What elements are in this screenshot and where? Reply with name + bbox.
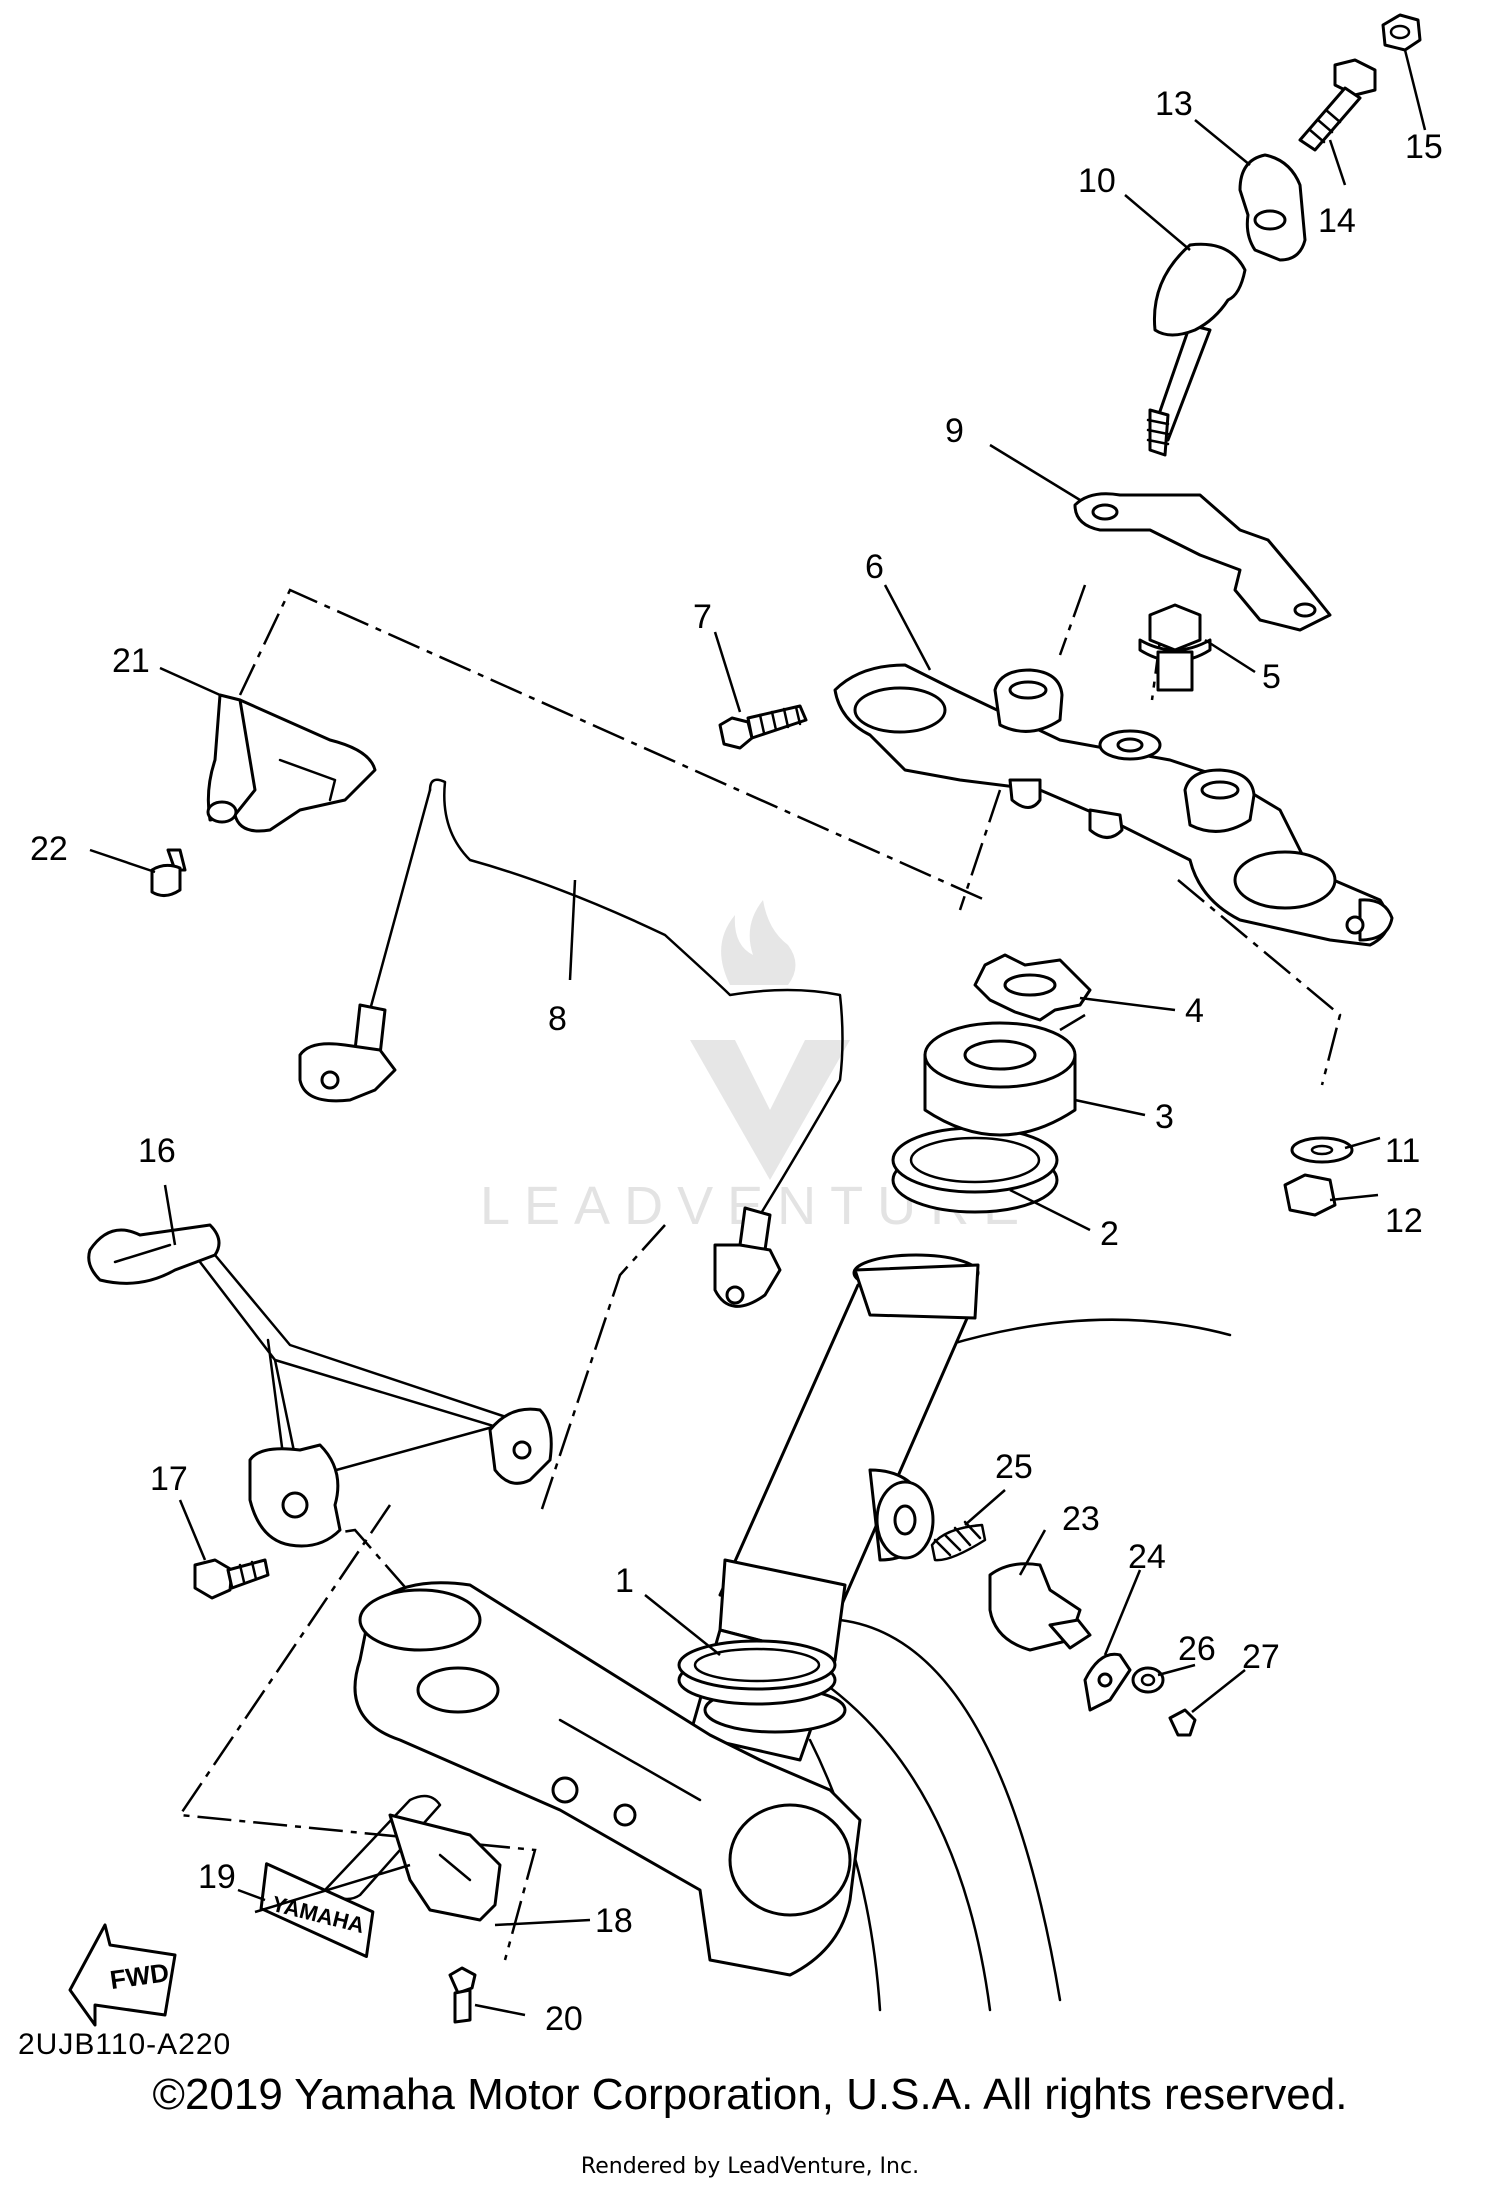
washer-26 — [1131, 1666, 1165, 1694]
callout-22: 22 — [30, 830, 68, 868]
callout-12: 12 — [1385, 1202, 1423, 1240]
callout-26: 26 — [1178, 1630, 1216, 1668]
callout-16: 16 — [138, 1132, 176, 1170]
bracket-21 — [206, 693, 377, 833]
meter-stay-16 — [87, 1223, 553, 1548]
callout-14: 14 — [1318, 202, 1356, 240]
bolt-14 — [1298, 58, 1377, 152]
ring-nut — [973, 953, 1092, 1022]
callout-19: 19 — [198, 1858, 236, 1896]
leader-lines — [89, 49, 1427, 2017]
callout-18: 18 — [595, 1902, 633, 1940]
callout-3: 3 — [1155, 1098, 1174, 1136]
callout-6: 6 — [865, 548, 884, 586]
lower-bearing — [677, 1639, 837, 1706]
spring-25 — [930, 1520, 987, 1562]
rendered-by-credit: Rendered by LeadVenture, Inc. — [580, 2154, 920, 2179]
callout-7: 7 — [693, 598, 712, 636]
flange-bolt-5 — [1138, 603, 1212, 692]
clip-18 — [323, 1794, 502, 1922]
stay-plate-9 — [1073, 492, 1332, 632]
callout-21: 21 — [112, 642, 150, 680]
switch-23 — [988, 1562, 1092, 1652]
bolt-17 — [193, 1558, 270, 1600]
callout-1: 1 — [615, 1562, 634, 1600]
screw-22 — [150, 848, 187, 897]
callout-5: 5 — [1262, 658, 1281, 696]
diagram-code: 2UJB110-A220 — [18, 2028, 232, 2061]
callout-numbers: 1 2 3 4 5 6 7 8 9 10 11 12 13 14 15 16 1… — [30, 85, 1443, 2038]
bolt-20 — [448, 1966, 477, 2024]
callout-4: 4 — [1185, 992, 1204, 1030]
upper-bearing — [891, 1126, 1059, 1214]
callout-13: 13 — [1155, 85, 1193, 123]
callout-11: 11 — [1385, 1132, 1420, 1170]
fwd-arrow: FWD — [68, 1923, 177, 2027]
lower-bracket — [353, 1581, 862, 1977]
nut-15 — [1381, 13, 1422, 52]
watermark-logo — [690, 900, 850, 1180]
emblem-19: YAMAHA — [259, 1862, 375, 1959]
bolt-7 — [718, 704, 808, 750]
clamp-13 — [1238, 153, 1307, 262]
upper-bracket — [833, 663, 1394, 947]
callout-25: 25 — [995, 1448, 1033, 1486]
callout-27: 27 — [1242, 1638, 1280, 1676]
cable-8 — [298, 778, 844, 1308]
frame-outline — [808, 1318, 1232, 2012]
stay-10 — [1146, 242, 1247, 457]
callout-15: 15 — [1405, 128, 1443, 166]
cover-24 — [1083, 1652, 1132, 1712]
pin-27 — [1168, 1708, 1197, 1737]
callout-24: 24 — [1128, 1538, 1166, 1576]
callout-2: 2 — [1100, 1215, 1119, 1253]
callout-20: 20 — [545, 2000, 583, 2038]
callout-17: 17 — [150, 1460, 188, 1498]
copyright-notice: ©2019 Yamaha Motor Corporation, U.S.A. A… — [152, 2070, 1348, 2119]
callout-8: 8 — [548, 1000, 567, 1038]
callout-10: 10 — [1078, 162, 1116, 200]
nut-12 — [1283, 1173, 1337, 1217]
washer-11 — [1290, 1136, 1354, 1164]
callout-9: 9 — [945, 412, 964, 450]
callout-23: 23 — [1062, 1500, 1100, 1538]
bearing-cover — [923, 1021, 1077, 1137]
